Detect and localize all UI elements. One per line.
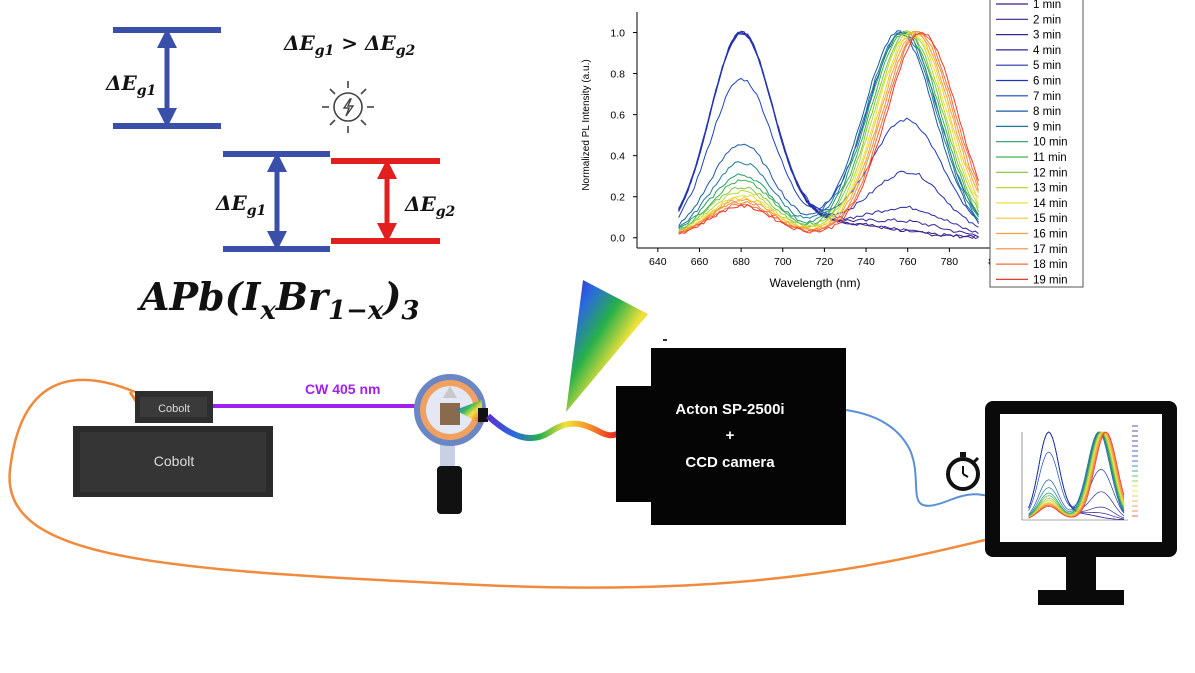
dispersion-triangle bbox=[566, 280, 648, 412]
series-line bbox=[678, 31, 979, 234]
collection-fiber bbox=[485, 413, 619, 442]
laser-controller-face bbox=[80, 432, 266, 492]
series-line bbox=[678, 32, 979, 232]
legend-label: 15 min bbox=[1033, 213, 1068, 225]
legend-label: 6 min bbox=[1033, 76, 1061, 88]
series-line bbox=[678, 31, 979, 235]
x-tick-label: 760 bbox=[899, 256, 917, 268]
y-tick-label: 0.6 bbox=[610, 110, 625, 122]
spectrometer-plus: + bbox=[726, 427, 735, 444]
sample-cuvette bbox=[440, 403, 460, 425]
x-tick-label: 780 bbox=[941, 256, 959, 268]
legend-label: 11 min bbox=[1033, 152, 1067, 164]
series-line bbox=[678, 30, 979, 233]
legend-label: 7 min bbox=[1033, 91, 1061, 103]
y-tick-label: 0.0 bbox=[610, 233, 625, 245]
legend-label: 1 min bbox=[1033, 0, 1061, 11]
sample-prism bbox=[443, 386, 457, 398]
spectrometer-model: Acton SP-2500i bbox=[675, 401, 784, 418]
setup: Cobolt Cobolt CW 405 nm Acton SP-2500i +… bbox=[8, 280, 1177, 605]
spectrometer bbox=[616, 348, 846, 525]
legend-label: 13 min bbox=[1033, 183, 1068, 195]
gap-label-right: ΔEg2 bbox=[404, 192, 456, 220]
y-tick-label: 0.4 bbox=[610, 151, 625, 163]
emission-fan bbox=[455, 400, 482, 424]
chart-y-label: Normalized PL Intensity (a.u.) bbox=[581, 59, 592, 190]
series-line bbox=[678, 30, 979, 228]
legend-label: 3 min bbox=[1033, 30, 1061, 42]
legend-label: 5 min bbox=[1033, 60, 1061, 72]
legend-label: 18 min bbox=[1033, 259, 1068, 271]
data-cable bbox=[845, 409, 989, 507]
y-tick-label: 0.8 bbox=[610, 69, 625, 81]
legend-label: 8 min bbox=[1033, 106, 1061, 118]
gap-label-left: ΔEg1 bbox=[105, 71, 156, 99]
legend-label: 9 min bbox=[1033, 121, 1061, 133]
laser-brand-large: Cobolt bbox=[154, 453, 195, 469]
legend-label: 19 min bbox=[1033, 274, 1068, 286]
legend-label: 4 min bbox=[1033, 45, 1061, 57]
x-tick-label: 700 bbox=[774, 256, 792, 268]
monitor-base bbox=[1038, 590, 1124, 605]
x-tick-label: 640 bbox=[649, 256, 667, 268]
sample-base bbox=[437, 466, 462, 514]
legend-label: 14 min bbox=[1033, 198, 1068, 210]
chart-x-label: Wavelength (nm) bbox=[770, 276, 861, 290]
series-line bbox=[678, 31, 979, 229]
fiber-loop bbox=[8, 378, 986, 589]
stopwatch-icon bbox=[946, 452, 980, 491]
light-bulb-icon bbox=[322, 81, 374, 133]
spectrometer-camera: CCD camera bbox=[685, 454, 775, 471]
y-tick-label: 0.2 bbox=[610, 192, 625, 204]
sample-stand bbox=[440, 440, 455, 470]
monitor-mini-chart bbox=[1021, 425, 1138, 521]
legend-label: 16 min bbox=[1033, 229, 1068, 241]
monitor-neck bbox=[1066, 557, 1096, 592]
gap-label-mid: ΔEg1 bbox=[215, 191, 266, 219]
x-tick-label: 740 bbox=[857, 256, 875, 268]
chart-legend-box bbox=[989, 0, 1084, 288]
beam-label: CW 405 nm bbox=[305, 381, 380, 397]
monitor-screen bbox=[1000, 414, 1162, 542]
legend-label: 12 min bbox=[1033, 167, 1068, 179]
gap-inequality: ΔEg1 > ΔEg2 bbox=[283, 31, 416, 59]
legend-label: 17 min bbox=[1033, 244, 1068, 256]
laser-head-plate bbox=[140, 397, 207, 417]
energy-diagram: ΔEg1 ΔEg1 > ΔEg2 ΔEg1 ΔEg2 APb(IxB bbox=[105, 27, 456, 326]
pl-chart: 64066068070072074076078080.00.20.40.60.8… bbox=[581, 0, 1084, 290]
legend-label: 2 min bbox=[1033, 14, 1061, 26]
fiber-coupler bbox=[478, 408, 488, 422]
legend-label: 10 min bbox=[1033, 137, 1068, 149]
series-line bbox=[678, 30, 979, 227]
series-line bbox=[678, 30, 979, 232]
laser-brand-small: Cobolt bbox=[158, 403, 190, 415]
y-tick-label: 1.0 bbox=[610, 28, 625, 40]
series-line bbox=[678, 31, 979, 224]
series-line bbox=[678, 31, 979, 230]
x-tick-label: 660 bbox=[691, 256, 709, 268]
perovskite-formula: APb(IxBr1−x)3 bbox=[137, 274, 420, 326]
x-tick-label: 720 bbox=[816, 256, 834, 268]
x-tick-label: 680 bbox=[732, 256, 750, 268]
